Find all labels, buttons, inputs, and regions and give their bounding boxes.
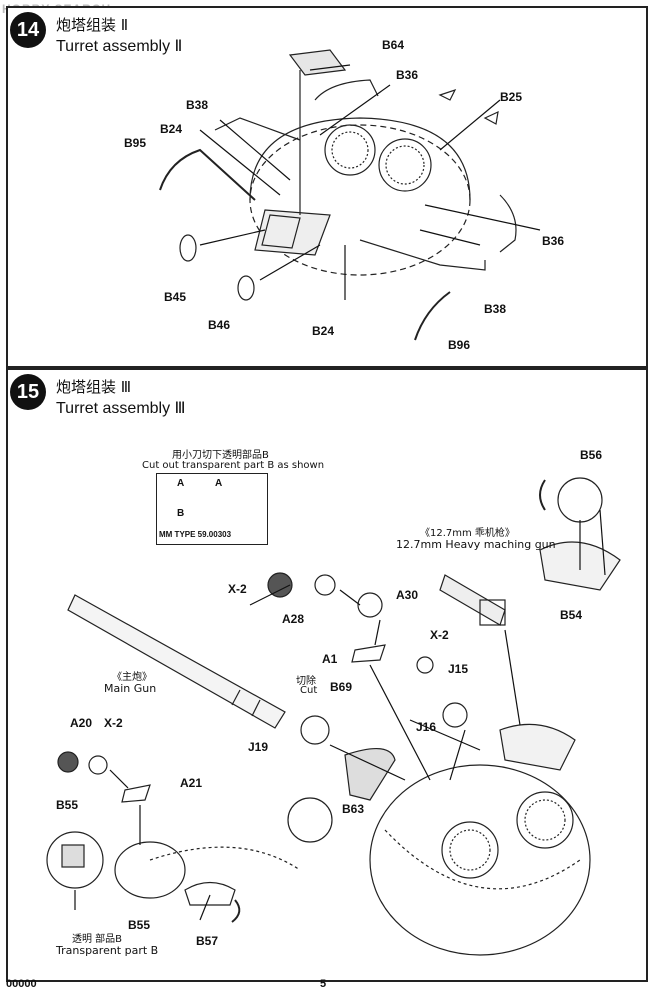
step-14-badge: 14 (10, 12, 46, 48)
label-j16: J16 (416, 720, 437, 734)
label-b69: B69 (330, 680, 353, 694)
rail-b95 (159, 148, 256, 201)
step-15-badge: 15 (10, 374, 46, 410)
hatch-left (324, 124, 376, 176)
label-b24-top: B24 (160, 122, 183, 136)
footer-center: 5 (320, 978, 327, 990)
step-15-panel (6, 368, 648, 982)
label-b38-left: B38 (186, 98, 209, 112)
part-j16 (442, 702, 468, 728)
label-b56: B56 (580, 448, 603, 462)
label-a28: A28 (282, 612, 305, 626)
label-b25: B25 (500, 90, 523, 104)
step-15-title-cn: 炮塔组装 Ⅲ (56, 378, 132, 396)
label-a30: A30 (396, 588, 419, 602)
part-a21 (121, 784, 151, 803)
part-b64-plate (288, 49, 347, 76)
multiplier-j15: X-2 (430, 628, 449, 642)
label-b55: B55 (128, 918, 151, 932)
label-a1: A1 (322, 652, 338, 666)
cut-label-cn: 切除 (296, 676, 316, 687)
label-b63: B63 (342, 802, 365, 816)
label-b24-bottom: B24 (312, 324, 335, 338)
label-j15: J15 (448, 662, 469, 676)
part-b25-b (483, 110, 499, 125)
multiplier-a28: X-2 (228, 582, 247, 596)
main-gun-barrel (67, 594, 286, 729)
cut-diagram-box: A A B MM TYPE 59.00303 (156, 473, 268, 545)
part-b25-a (438, 88, 457, 101)
transparent-label-cn: 透明 部品B (72, 934, 123, 945)
turret-top-shell (249, 117, 471, 201)
part-a28 (267, 572, 293, 598)
step-14-title-cn: 炮塔组装 Ⅱ (56, 16, 129, 34)
label-a20: A20 (70, 716, 93, 730)
turret-hatch-r (516, 791, 574, 849)
label-b95: B95 (124, 136, 147, 150)
part-a30 (357, 592, 383, 618)
label-a21: A21 (180, 776, 203, 790)
cut-label-b: B (177, 508, 185, 519)
maingun-label-cn: 《主炮》 (112, 672, 152, 683)
cut-label-en: Cut (300, 685, 318, 696)
part-b55-detail (46, 831, 104, 889)
part-b56 (557, 477, 603, 523)
turret-hatch-l (441, 821, 499, 879)
label-b36-right: B36 (542, 234, 565, 248)
label-b57: B57 (196, 934, 219, 948)
label-b45: B45 (164, 290, 187, 304)
part-b55 (114, 841, 186, 899)
label-b54: B54 (560, 608, 583, 622)
step-14-title-en: Turret assembly Ⅱ (56, 38, 183, 55)
step-14-panel (6, 6, 648, 368)
cut-note-en: Cut out transparent part B as shown (142, 460, 325, 471)
subassembly-mid (287, 797, 333, 843)
turret-assembled (369, 764, 591, 956)
maingun-label-en: Main Gun (104, 682, 157, 695)
arrows-step-14 (199, 64, 541, 300)
part-a20 (57, 751, 79, 773)
footer-left: 00000 (6, 978, 37, 990)
rail-b38-bottom (359, 239, 486, 271)
cut-label-a2: A (215, 478, 223, 489)
label-b96: B96 (448, 338, 471, 352)
part-b57 (184, 881, 236, 906)
rotate-arrow-b56 (539, 479, 546, 511)
label-b36-top: B36 (396, 68, 419, 82)
arrows-step-15 (74, 509, 606, 921)
rail-b96 (414, 291, 451, 341)
part-b46 (237, 275, 255, 301)
rail-b36-right (499, 194, 517, 253)
hmg-label-en: 12.7mm Heavy maching gun (396, 538, 556, 551)
multiplier-a20: X-2 (104, 716, 123, 730)
mantlet-block (254, 209, 331, 256)
cut-label-a1: A (177, 478, 185, 489)
part-j15 (416, 656, 434, 674)
hatch-assembly-mid (499, 723, 576, 771)
part-b45 (179, 234, 197, 262)
transparent-label-en: Transparent part B (56, 944, 159, 957)
part-a1 (351, 644, 386, 663)
label-b46: B46 (208, 318, 231, 332)
rail-b36-top (314, 79, 379, 101)
part-j19 (300, 715, 330, 745)
label-b64: B64 (382, 38, 405, 52)
part-b63-mantlet (344, 748, 396, 801)
label-j19: J19 (248, 740, 269, 754)
label-b38-bottom: B38 (484, 302, 507, 316)
rail-b38-left (214, 117, 301, 141)
rotate-arrow-b57 (231, 899, 241, 923)
hmg-label-cn: 《12.7mm 乖机枪》 (420, 528, 515, 539)
cut-box-caption: MM TYPE 59.00303 (159, 530, 232, 539)
hatch-right (378, 138, 432, 192)
cut-note-cn: 用小刀切下透明部品B (172, 450, 269, 461)
step-15-title-en: Turret assembly Ⅲ (56, 400, 186, 417)
label-b55-detail: B55 (56, 798, 79, 812)
